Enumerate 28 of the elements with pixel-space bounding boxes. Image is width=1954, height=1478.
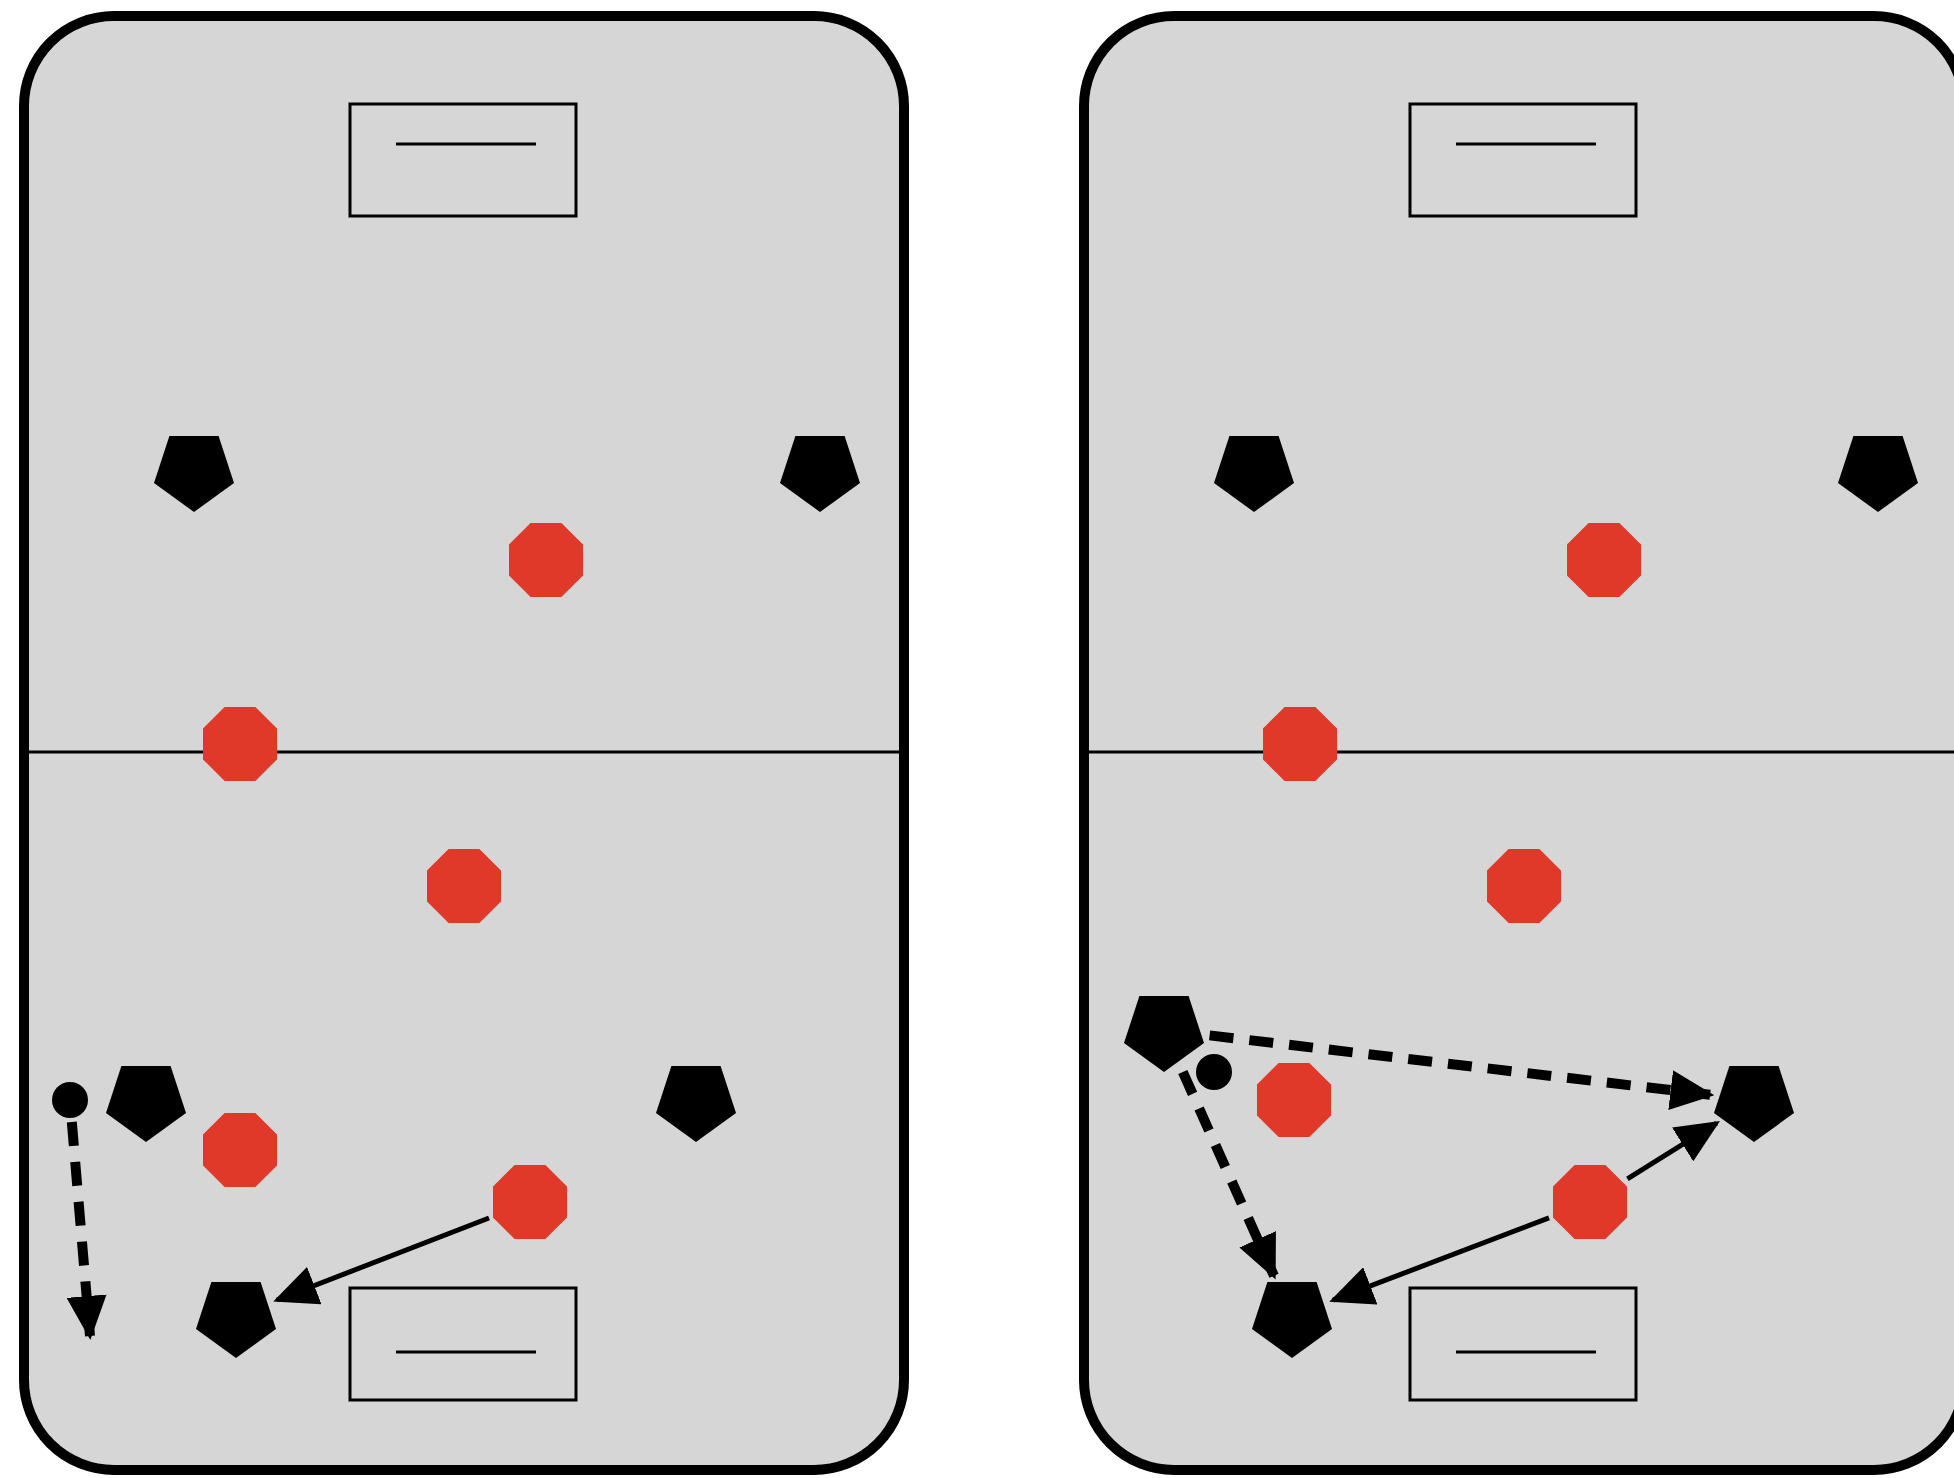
player-octagon [1553,1165,1627,1239]
player-pentagon [1714,1066,1794,1142]
player-pentagon [196,1282,276,1358]
ball [1196,1054,1232,1090]
player-octagon [493,1165,567,1239]
player-pentagon [1838,436,1918,512]
player-pentagon [656,1066,736,1142]
player-octagon [509,523,583,597]
arrow [1178,1069,1279,1280]
player-pentagon [106,1066,186,1142]
player-pentagon [1252,1282,1332,1358]
player-octagon [427,849,501,923]
player-pentagon [1124,996,1204,1072]
player-pentagon [154,436,234,512]
arrow [1209,1030,1715,1110]
player-octagon [203,707,277,781]
arrow [273,1215,490,1305]
player-octagon [1487,849,1561,923]
arrow [66,1121,107,1340]
player-octagon [1263,707,1337,781]
arrow [1626,1121,1720,1181]
arrow [1329,1215,1550,1305]
player-octagon [203,1113,277,1187]
player-octagon [1257,1063,1331,1137]
player-pentagon [1214,436,1294,512]
player-pentagon [780,436,860,512]
ball [52,1082,88,1118]
player-octagon [1567,523,1641,597]
